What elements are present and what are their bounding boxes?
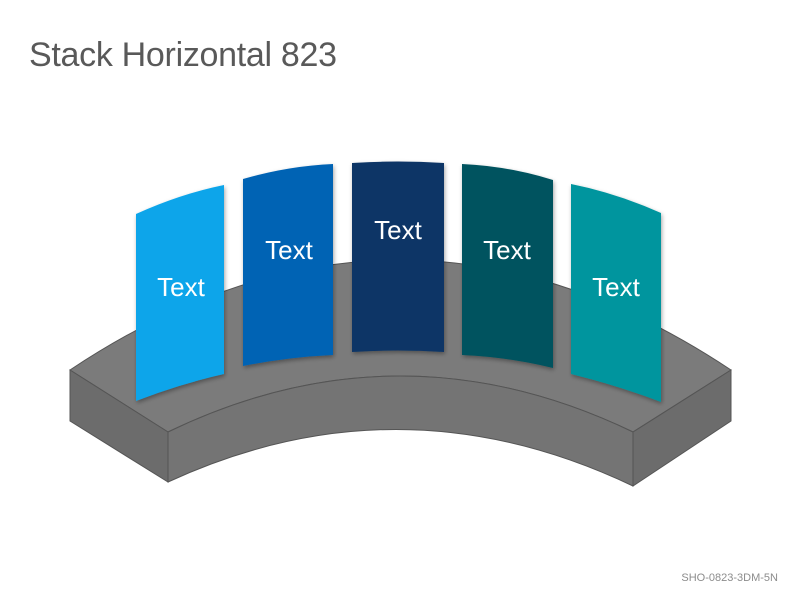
- card-3: Text: [352, 161, 444, 352]
- page-title: Stack Horizontal 823: [29, 36, 337, 74]
- base-front-face: [167, 375, 634, 487]
- card-3-label: Text: [374, 215, 422, 245]
- card-5-label: Text: [592, 272, 640, 302]
- card-4: Text: [462, 164, 553, 368]
- card-1-label: Text: [157, 272, 205, 302]
- card-2-label: Text: [265, 235, 313, 265]
- card-5: Text: [571, 184, 661, 402]
- slide-code: SHO-0823-3DM-5N: [681, 572, 778, 584]
- card-1: Text: [136, 185, 224, 401]
- card-2: Text: [243, 164, 333, 366]
- card-4-label: Text: [483, 235, 531, 265]
